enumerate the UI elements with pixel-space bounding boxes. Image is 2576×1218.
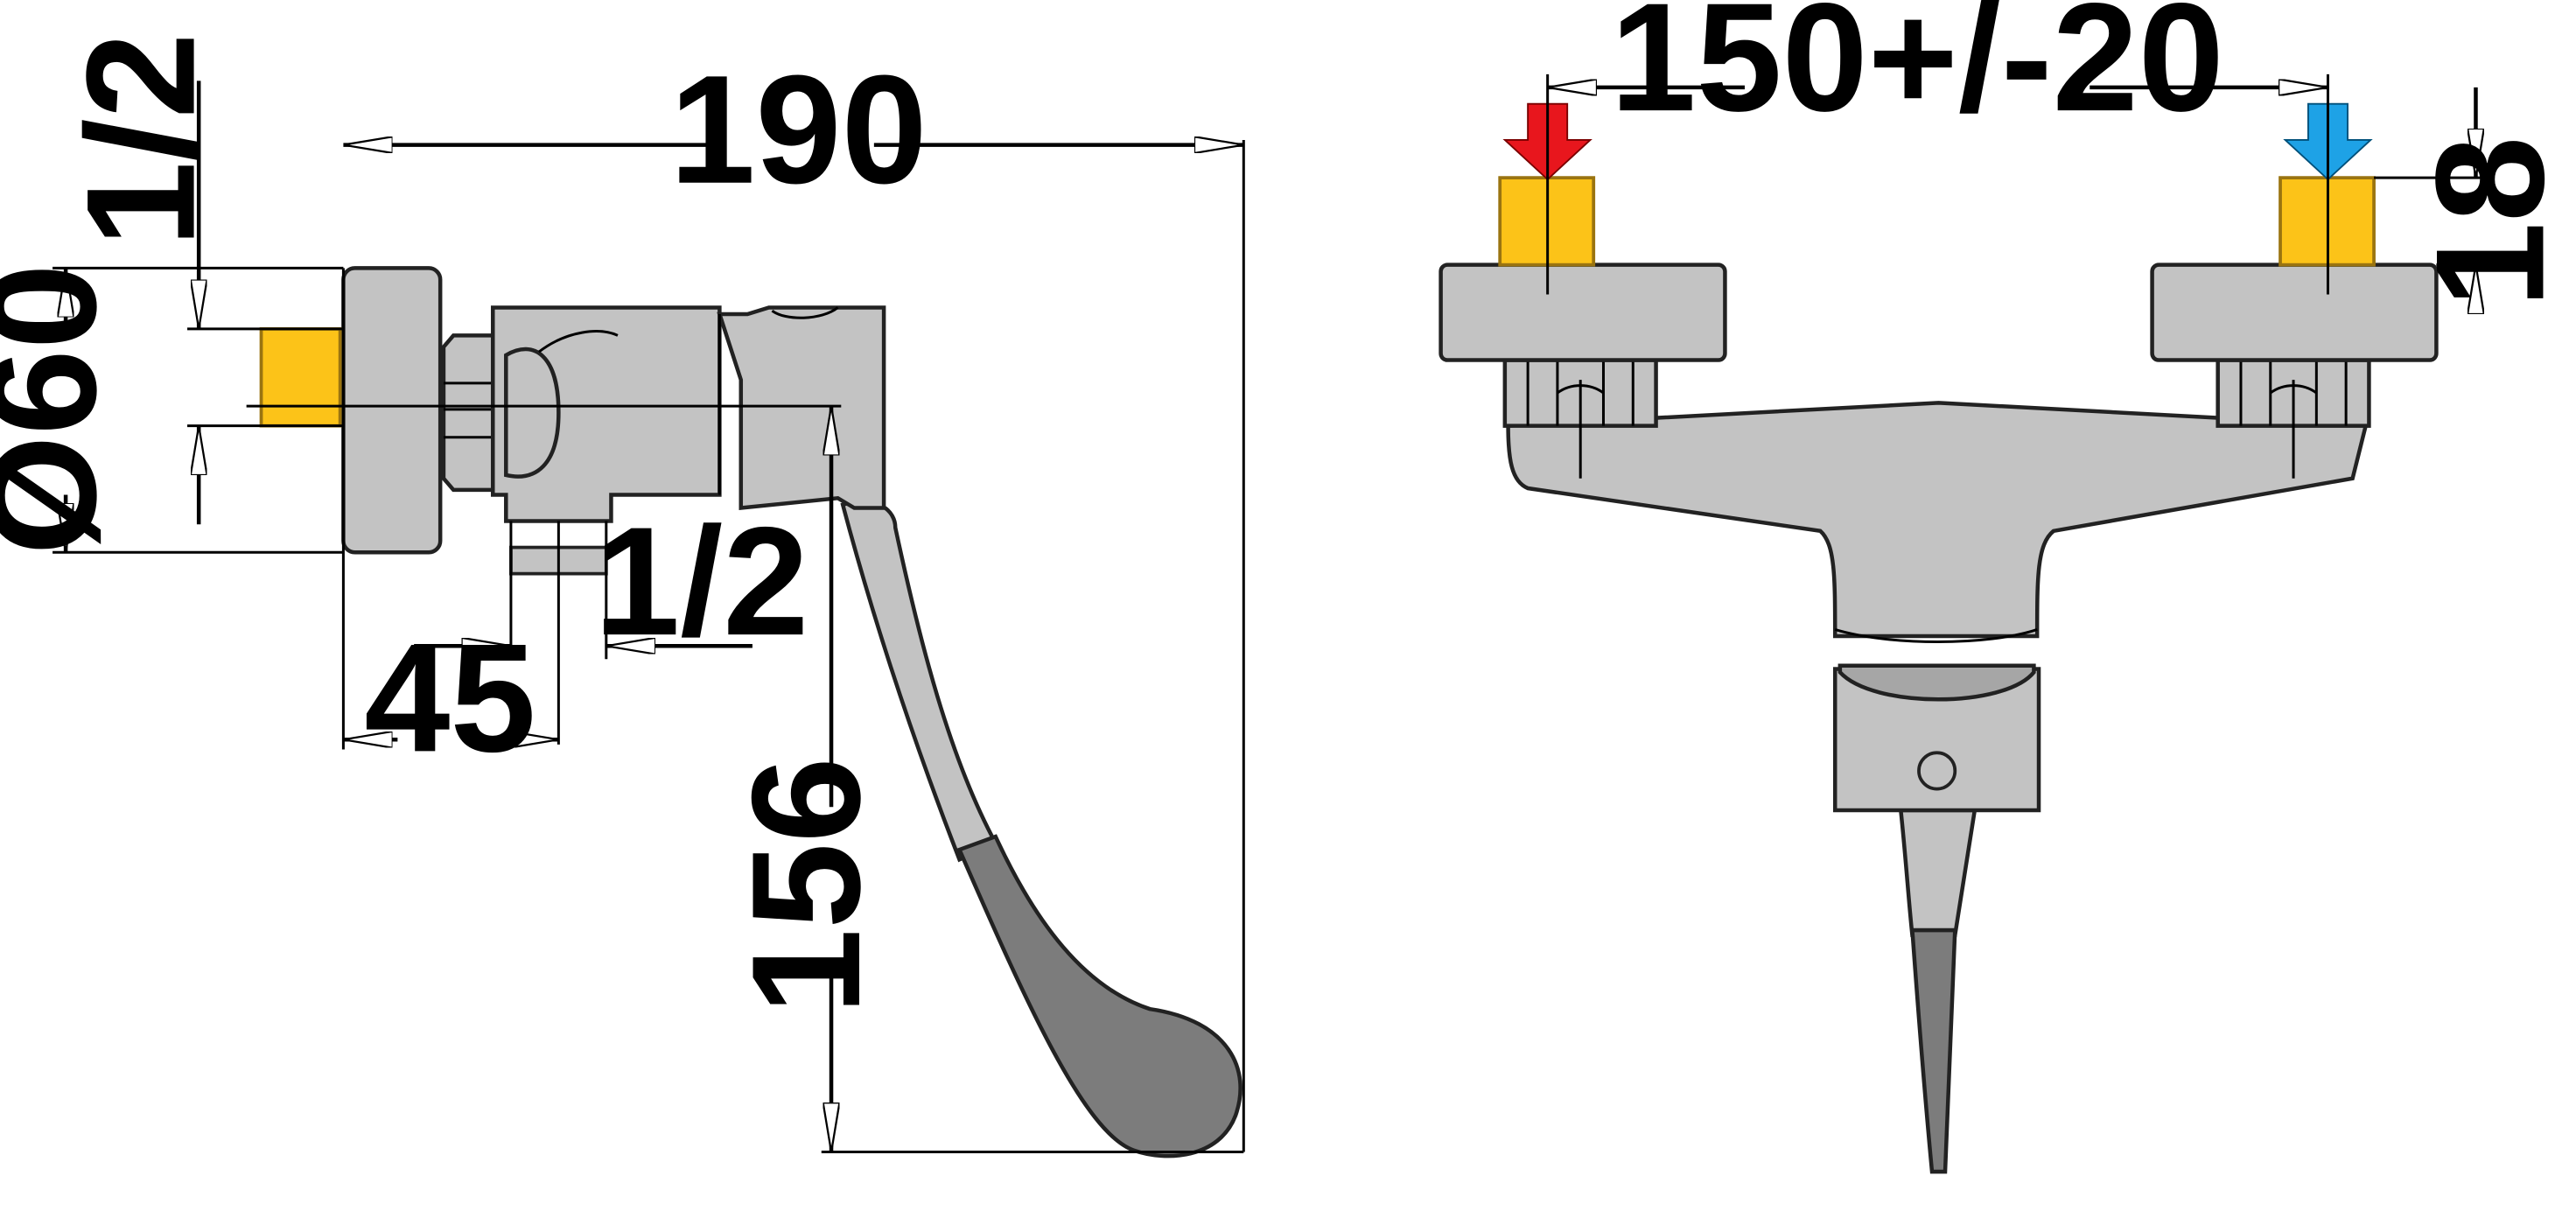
dim-overall-length: 190 (669, 44, 927, 216)
dim-handle-height: 156 (720, 757, 892, 1014)
dim-outlet-thread: 1/2 (594, 495, 808, 668)
wall-flange (341, 266, 443, 555)
front-cartridge-screw (1917, 751, 1957, 791)
dim-thread-height: 18 (2404, 136, 2576, 308)
side-view: 190 1/2 Ø60 1/2 45 156 (0, 32, 1245, 1158)
front-right-flange (2150, 262, 2439, 362)
inlet-thread (259, 327, 342, 428)
front-body (1506, 401, 2369, 639)
lever-upper (840, 500, 998, 863)
dim-flange-diameter: Ø60 (0, 263, 129, 556)
front-handle-grip (1910, 928, 1957, 1174)
cartridge-head (717, 305, 886, 511)
body-dome (504, 346, 561, 479)
front-view: 150+/-20 18 (1438, 0, 2576, 1174)
front-left-flange (1438, 262, 1727, 362)
dim-inlet-thread: 1/2 (55, 32, 228, 247)
dim-outlet-offset: 45 (364, 612, 536, 784)
handle-lever (840, 500, 1242, 1158)
front-handle-blade (1898, 808, 1978, 937)
dim-inlet-spacing: 150+/-20 (1610, 0, 2224, 144)
lever-grip (956, 834, 1242, 1158)
